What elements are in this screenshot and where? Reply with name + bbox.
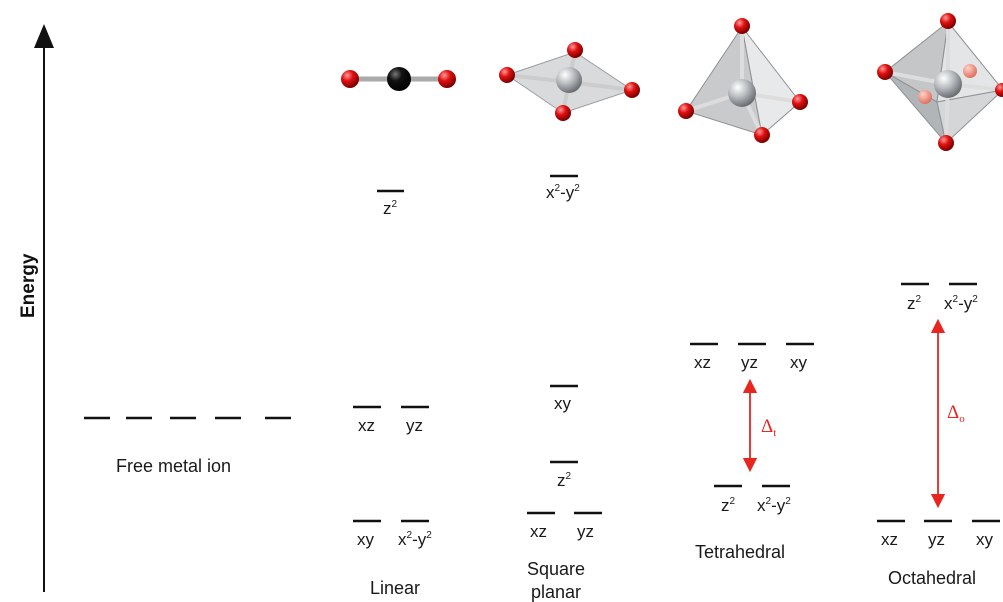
- octahedral-yz-label: yz: [928, 530, 945, 549]
- octahedral-geometry-label: Octahedral: [888, 568, 976, 588]
- linear-molecule-icon: [341, 67, 456, 91]
- linear-xz-label: xz: [358, 416, 375, 435]
- linear-x2y2-label: x2-y2: [398, 530, 432, 549]
- octahedral-levels: [877, 282, 1000, 523]
- square-planar-xz-label: xz: [530, 522, 547, 541]
- linear-levels: [353, 189, 429, 523]
- square-planar-geometry-label-1: Square: [527, 559, 585, 579]
- octahedral-xy-label: xy: [976, 530, 994, 549]
- tetrahedral-z2-label: z2: [721, 496, 736, 515]
- square-planar-geometry-label-2: planar: [531, 582, 581, 602]
- square-planar-xy-label: xy: [554, 394, 572, 413]
- tetrahedral-molecule-icon: [678, 18, 808, 143]
- free-ion-label: Free metal ion: [116, 456, 231, 476]
- square-planar-levels: [527, 174, 602, 515]
- energy-axis-label: Energy: [18, 253, 39, 318]
- tetrahedral-yz-label: yz: [741, 353, 758, 372]
- octahedral-z2-label: z2: [907, 294, 922, 313]
- linear-yz-label: yz: [406, 416, 423, 435]
- tetrahedral-x2y2-label: x2-y2: [757, 496, 791, 515]
- tetrahedral-delta-label: Δt: [761, 416, 776, 439]
- linear-z2-label: z2: [383, 199, 398, 218]
- tetrahedral-xy-label: xy: [790, 353, 808, 372]
- square-planar-molecule-icon: [499, 42, 640, 121]
- tetrahedral-xz-label: xz: [694, 353, 711, 372]
- octahedral-delta-label: Δo: [947, 402, 965, 425]
- linear-geometry-label: Linear: [370, 578, 420, 598]
- square-planar-x2y2-label: x2-y2: [546, 183, 580, 202]
- octahedral-x2y2-label: x2-y2: [944, 294, 978, 313]
- square-planar-z2-label: z2: [557, 471, 572, 490]
- square-planar-yz-label: yz: [577, 522, 594, 541]
- octahedral-molecule-icon: [877, 13, 1003, 151]
- octahedral-xz-label: xz: [881, 530, 898, 549]
- tetrahedral-geometry-label: Tetrahedral: [695, 542, 785, 562]
- linear-xy-label: xy: [357, 530, 375, 549]
- tetrahedral-levels: [690, 342, 814, 488]
